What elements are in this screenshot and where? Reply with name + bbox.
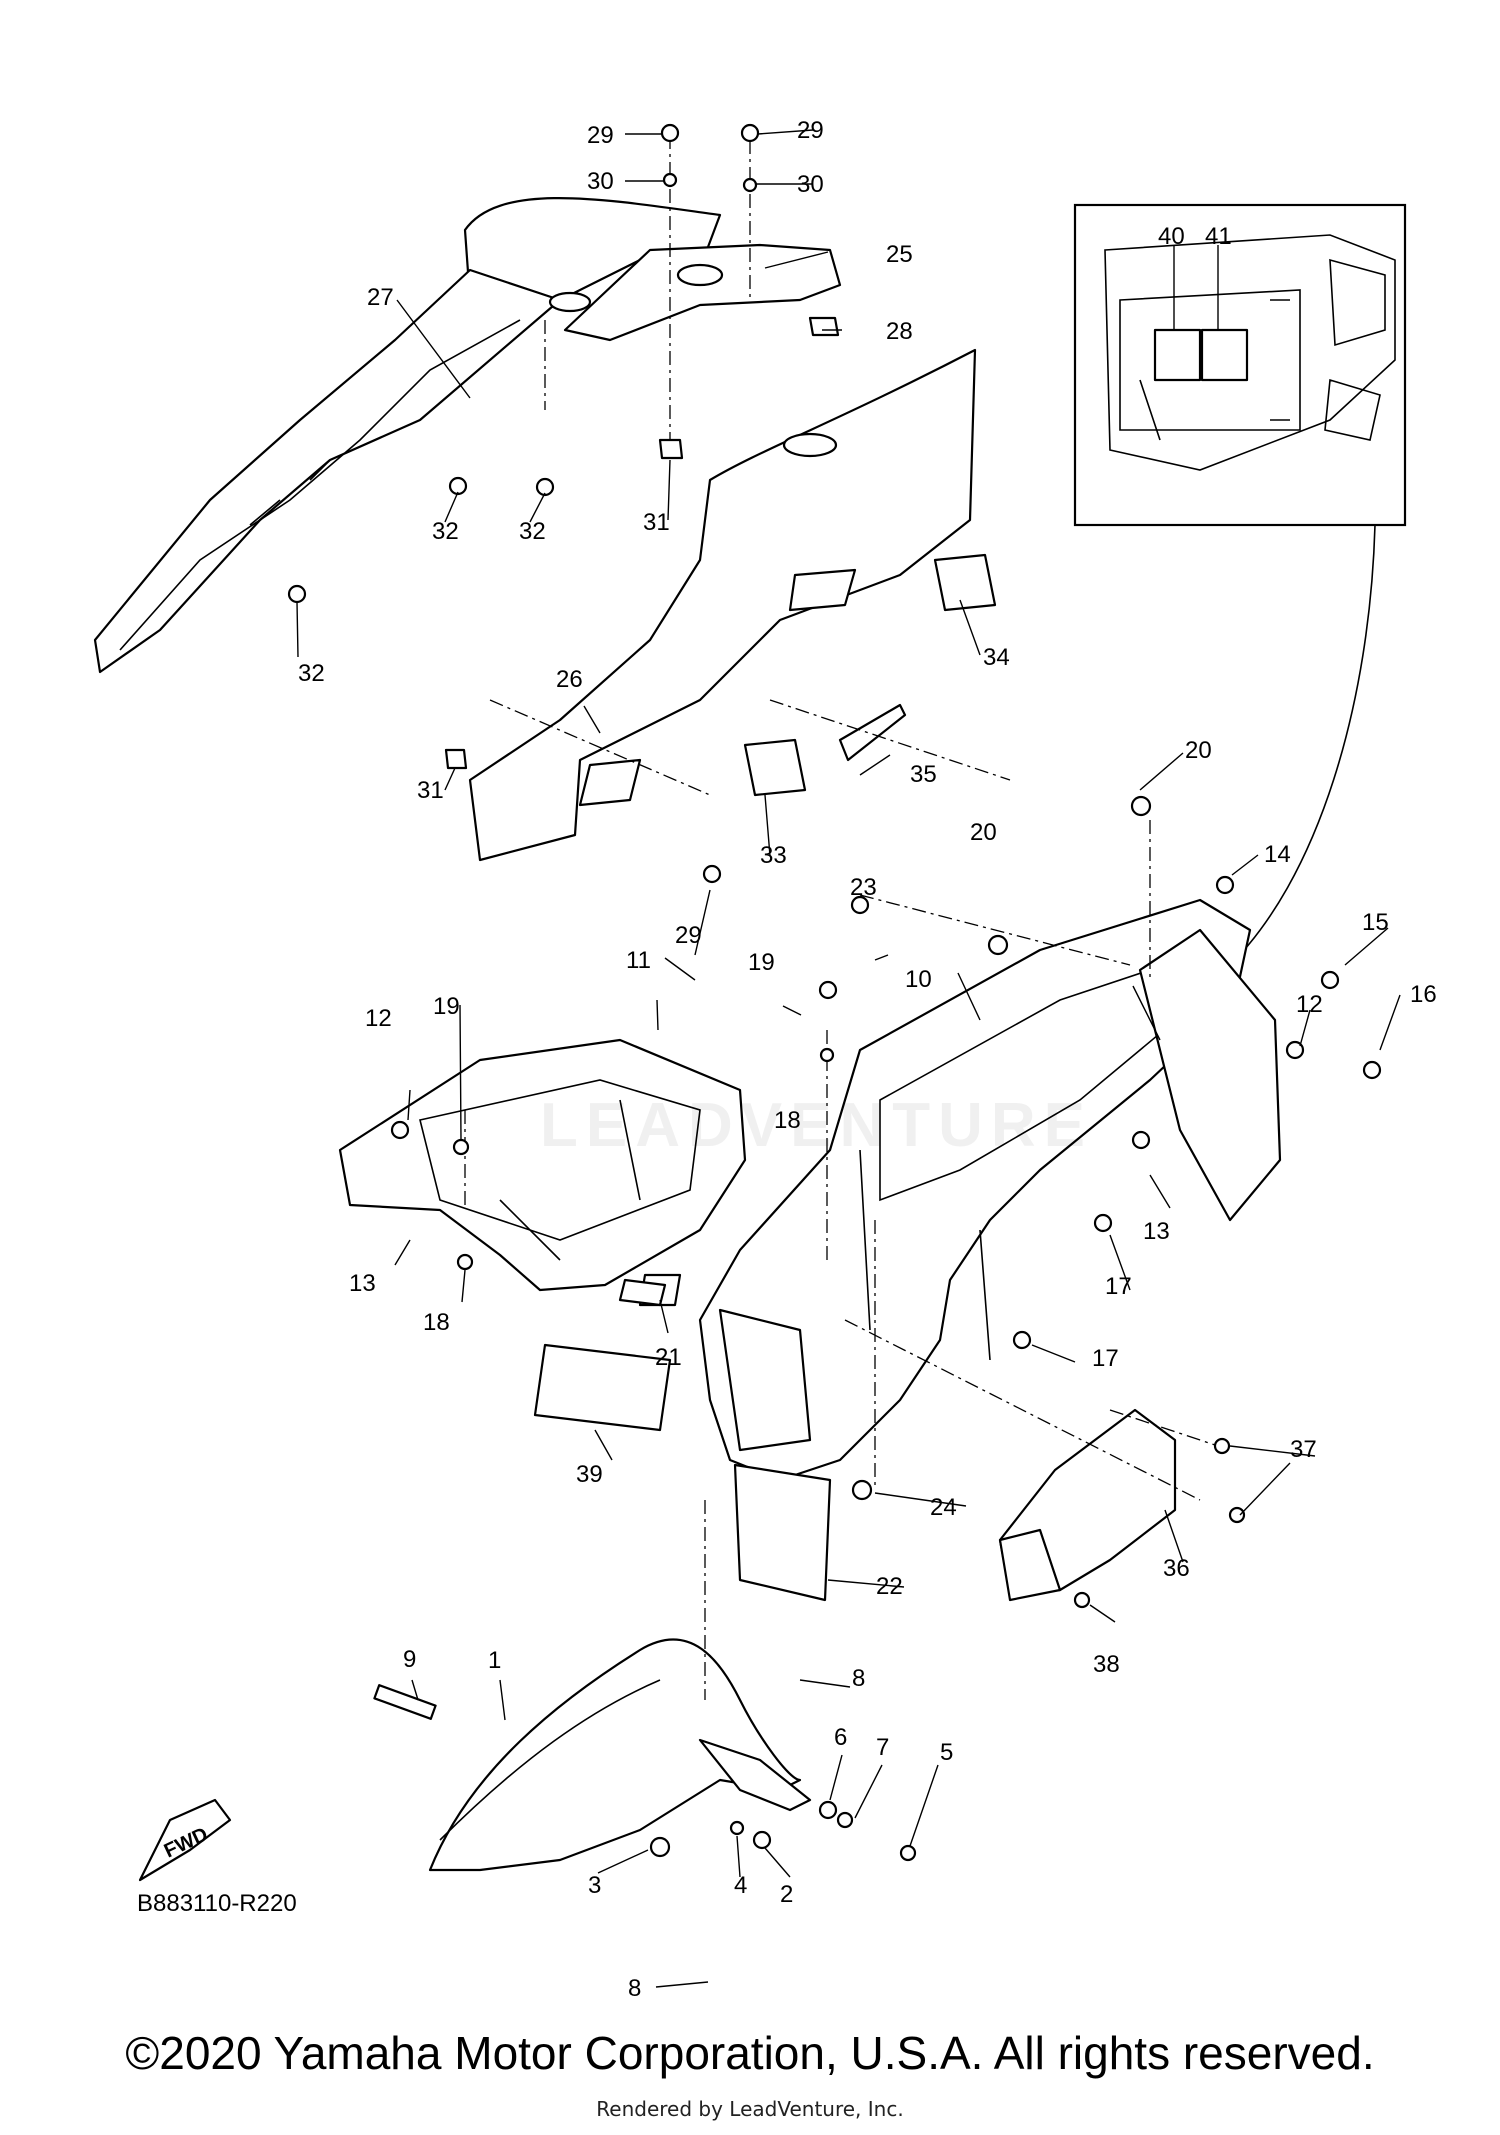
label-19-left: 19 (433, 993, 460, 1020)
label-29-left: 29 (587, 122, 614, 149)
rendered-by-credit: Rendered by LeadVenture, Inc. (596, 2097, 904, 2121)
copyright-notice: ©2020 Yamaha Motor Corporation, U.S.A. A… (125, 2027, 1375, 2079)
part-27-grab-bar (93, 197, 722, 674)
label-29-lower: 29 (675, 922, 702, 949)
label-15: 15 (1362, 909, 1389, 936)
part-21-clip (618, 1278, 667, 1307)
label-17-upper: 17 (1105, 1273, 1132, 1300)
label-38: 38 (1093, 1651, 1120, 1678)
label-3: 3 (588, 1872, 601, 1899)
label-31-lower: 31 (417, 777, 444, 804)
drawing-code: B883110-R220 (137, 1890, 297, 1917)
label-31-upper: 31 (643, 509, 670, 536)
label-8-lower: 8 (628, 1975, 641, 2002)
inset-label-41: 41 (1205, 223, 1232, 250)
part-11-battery-box (338, 1038, 747, 1307)
label-35: 35 (910, 761, 937, 788)
part-34-seal (933, 553, 997, 612)
part-25-cover (563, 243, 842, 342)
label-8-upper: 8 (852, 1665, 865, 1692)
part-26-side-cover (468, 348, 977, 862)
label-30-right: 30 (797, 171, 824, 198)
label-18-right: 18 (774, 1107, 801, 1134)
label-37: 37 (1290, 1436, 1317, 1463)
label-23: 23 (850, 874, 877, 901)
part-22-flap (733, 1463, 832, 1602)
label-6: 6 (834, 1724, 847, 1751)
label-19-right: 19 (748, 949, 775, 976)
part-1-front-fender (373, 1638, 812, 1872)
label-1: 1 (488, 1647, 501, 1674)
part-31-nut-top (658, 438, 684, 460)
label-12-left: 12 (365, 1005, 392, 1032)
label-20-upper: 20 (1185, 737, 1212, 764)
inset-label-40: 40 (1158, 223, 1185, 250)
label-27: 27 (367, 284, 394, 311)
label-2: 2 (780, 1881, 793, 1908)
label-22: 22 (876, 1573, 903, 1600)
label-12-right: 12 (1296, 991, 1323, 1018)
label-7: 7 (876, 1734, 889, 1761)
label-34: 34 (983, 644, 1010, 671)
label-28: 28 (886, 318, 913, 345)
fastener-icons (287, 123, 1382, 1862)
part-36-cover (998, 1408, 1177, 1602)
watermark: LEADVENTURE (540, 1091, 1094, 1160)
label-9: 9 (403, 1646, 416, 1673)
label-30-left: 30 (587, 168, 614, 195)
label-39: 39 (576, 1461, 603, 1488)
part-39-plate (533, 1343, 672, 1432)
label-32-lower: 32 (298, 660, 325, 687)
label-17-lower: 17 (1092, 1345, 1119, 1372)
part-10-rear-fender (698, 898, 1282, 1482)
label-18-left: 18 (423, 1309, 450, 1336)
part-31-nut-left (444, 748, 468, 770)
label-21: 21 (655, 1344, 682, 1371)
label-10: 10 (905, 966, 932, 993)
label-13-right: 13 (1143, 1218, 1170, 1245)
part-labels: 1 2 3 4 5 6 7 8 8 9 10 11 12 12 13 13 14… (298, 117, 1437, 2002)
inset-detail: 40 41 (1073, 203, 1407, 527)
part-35-bracket (838, 703, 907, 762)
label-36: 36 (1163, 1555, 1190, 1582)
fwd-arrow-icon: FWD (138, 1798, 232, 1882)
label-32-right: 32 (519, 518, 546, 545)
label-25: 25 (886, 241, 913, 268)
label-5: 5 (940, 1739, 953, 1766)
part-33-seal (743, 738, 807, 797)
part-28-nut (808, 316, 840, 337)
label-11: 11 (626, 947, 651, 974)
label-26: 26 (556, 666, 583, 693)
label-13-left: 13 (349, 1270, 376, 1297)
label-32-left: 32 (432, 518, 459, 545)
label-14: 14 (1264, 841, 1291, 868)
label-24: 24 (930, 1494, 957, 1521)
label-20-lower: 20 (970, 819, 997, 846)
label-16: 16 (1410, 981, 1437, 1008)
label-33: 33 (760, 842, 787, 869)
label-29-right: 29 (797, 117, 824, 144)
label-4: 4 (734, 1872, 747, 1899)
